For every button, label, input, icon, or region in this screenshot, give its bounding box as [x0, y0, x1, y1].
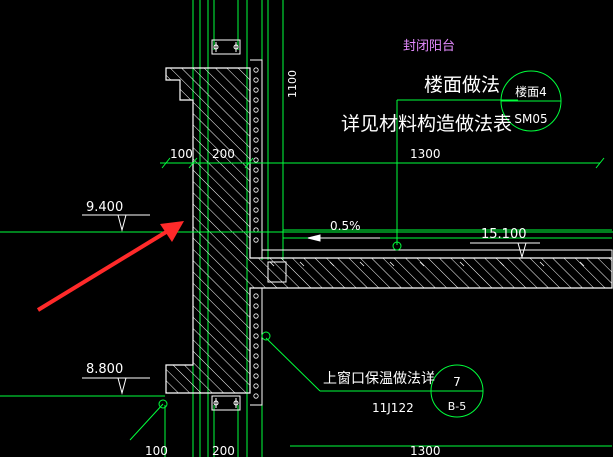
concrete-beam-section [165, 59, 613, 406]
floor-method-label: 楼面做法 [424, 74, 500, 96]
level-8800-text: 8.800 [86, 362, 123, 377]
see-table-label: 详见材料构造做法表 [341, 113, 512, 135]
node-marker [392, 241, 402, 251]
slope-text: 0.5% [330, 219, 361, 233]
atlas-code-text: 11J122 [372, 401, 414, 415]
slope-arrow [307, 234, 380, 242]
callout-bottom-text: SM05 [514, 112, 547, 126]
level-marker-15100 [470, 242, 540, 259]
dim-1300-bottom: 1300 [410, 444, 441, 457]
level-marker-9400 [82, 214, 150, 232]
dim-100-bottom: 100 [145, 444, 168, 457]
callout-top-text: 楼面4 [515, 84, 547, 99]
dim-100-top: 100 [170, 147, 193, 161]
level-marker-8800 [82, 377, 150, 395]
red-arrow-annotation [36, 221, 184, 312]
dim-1300-top: 1300 [410, 147, 441, 161]
level-15100-text: 15.100 [481, 227, 527, 242]
window-frame-bottom [211, 395, 241, 411]
callout-circle-floor [500, 70, 562, 132]
dimension-ticks-top [161, 99, 605, 245]
window-frame-top [211, 39, 241, 55]
detail-num-text: 7 [453, 375, 461, 389]
closed-balcony-label: 封闭阳台 [403, 39, 455, 54]
detail-ref-text: B-5 [448, 400, 467, 413]
level-lines [0, 162, 613, 447]
vertical-dim-text: 1100 [286, 70, 299, 98]
dim-200-bottom: 200 [212, 444, 235, 457]
level-9400-text: 9.400 [86, 200, 123, 215]
detail-callout [129, 331, 484, 441]
window-insulation-text: 上窗口保温做法详 [323, 370, 435, 387]
dim-200-top: 200 [212, 147, 235, 161]
